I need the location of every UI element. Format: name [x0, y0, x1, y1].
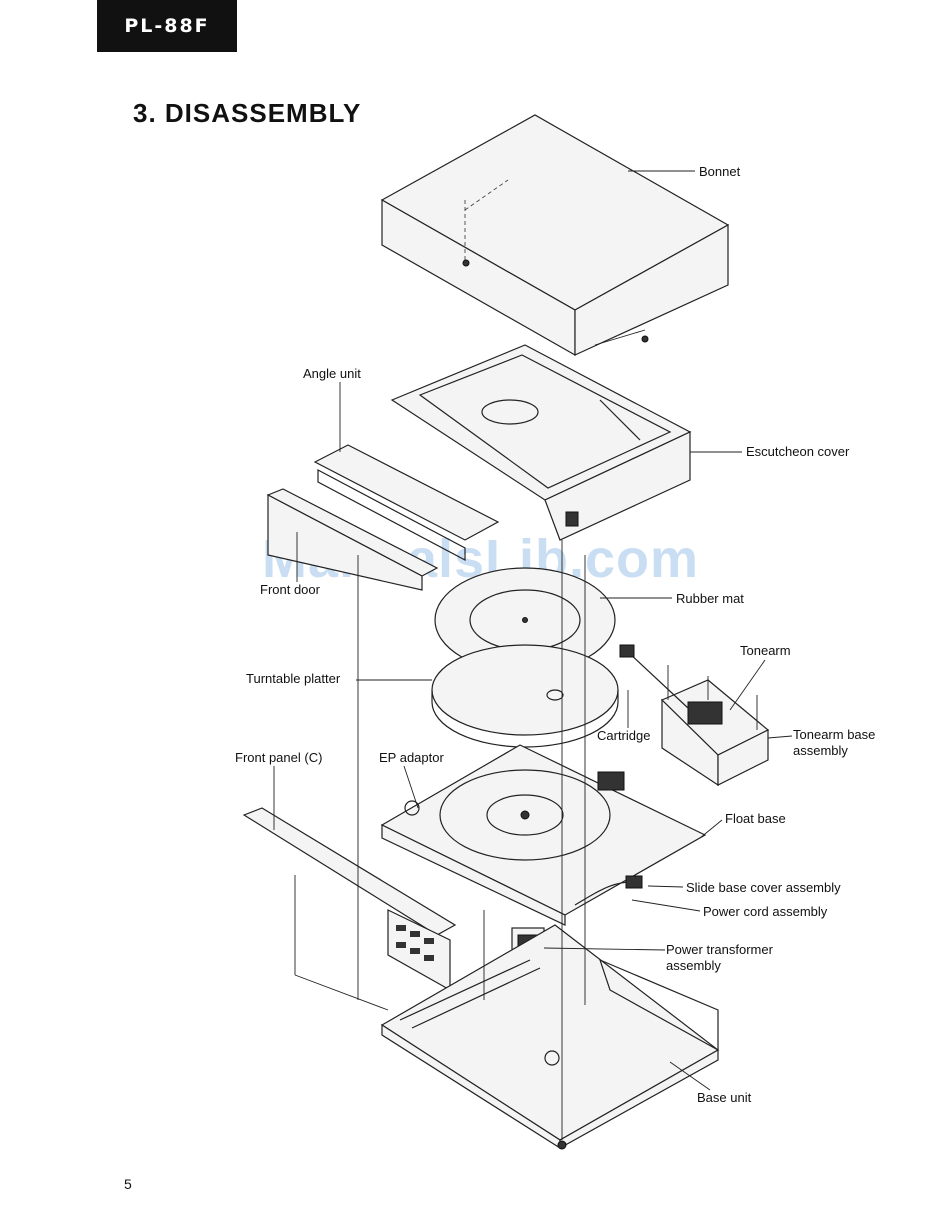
tonearm-part — [620, 645, 768, 785]
label-turntable-platter: Turntable platter — [246, 671, 341, 686]
label-base-unit: Base unit — [697, 1090, 752, 1105]
label-ep-adaptor: EP adaptor — [379, 750, 444, 765]
float-base-part — [382, 745, 705, 925]
label-escutcheon-cover: Escutcheon cover — [746, 444, 850, 459]
label-slide-base-cover: Slide base cover assembly — [686, 880, 841, 895]
page-number: 5 — [124, 1176, 132, 1192]
front-panel-part — [244, 766, 455, 990]
label-rubber-mat: Rubber mat — [676, 591, 744, 606]
label-float-base: Float base — [725, 811, 786, 826]
label-power-transformer-line1: Power transformer — [666, 942, 774, 957]
label-bonnet: Bonnet — [699, 164, 741, 179]
label-angle-unit: Angle unit — [303, 366, 361, 381]
label-front-door: Front door — [260, 582, 321, 597]
label-power-cord: Power cord assembly — [703, 904, 828, 919]
label-tonearm-base-line1: Tonearm base — [793, 727, 875, 742]
label-cartridge: Cartridge — [597, 728, 650, 743]
label-tonearm: Tonearm — [740, 643, 791, 658]
label-front-panel: Front panel (C) — [235, 750, 322, 765]
turntable-platter-part — [432, 645, 618, 747]
bonnet-part — [382, 115, 728, 355]
label-power-transformer-line2: assembly — [666, 958, 721, 973]
label-tonearm-base-line2: assembly — [793, 743, 848, 758]
